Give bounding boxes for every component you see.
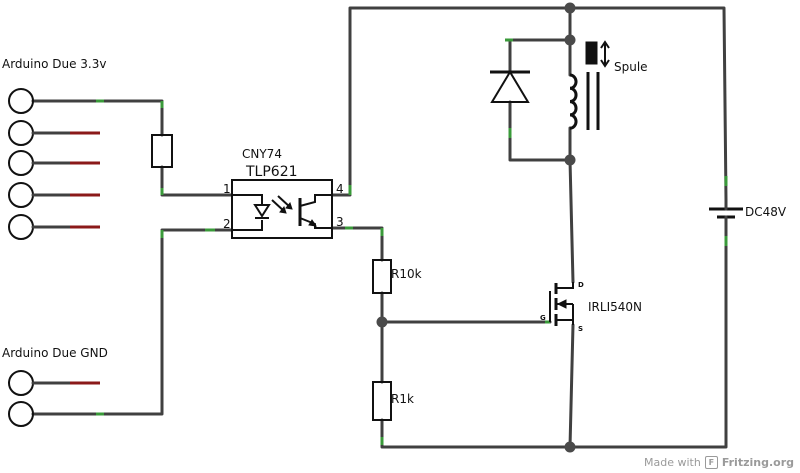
resistor-input[interactable]: [151, 134, 173, 168]
optocoupler-body: [231, 179, 333, 239]
fritzing-watermark: Made with F Fritzing.org: [644, 456, 794, 469]
mosfet-gate-label: G: [540, 314, 546, 322]
pin-4-label: 4: [336, 182, 344, 196]
optocoupler-name-label: TLP621: [245, 164, 298, 180]
resistor-10k-label: R10k: [391, 267, 422, 281]
wire-coil-drain: [568, 158, 575, 284]
wire-source-bottom: [568, 323, 575, 449]
fritzing-brand-label: Fritzing.org: [721, 456, 794, 469]
wire-battery-bottom: [380, 220, 728, 449]
wire-33v: [31, 99, 164, 137]
junction-dot: [564, 441, 576, 453]
mosfet-source-label: S: [578, 325, 583, 333]
mosfet-arrow-icon: [556, 299, 567, 309]
pin-circle[interactable]: [8, 150, 34, 176]
arduino-33v-label: Arduino Due 3.3v: [2, 57, 106, 71]
coil-icon: [569, 73, 578, 130]
resistor-1k-label: R1k: [391, 392, 414, 406]
resistor-10k[interactable]: [372, 259, 392, 294]
plunger-icon: [585, 41, 598, 65]
wire-pin3-r10k: [330, 226, 384, 262]
junction-dot: [564, 154, 576, 166]
pin-2-label: 2: [223, 217, 231, 231]
made-with-label: Made with: [643, 456, 701, 469]
dc-supply[interactable]: [709, 198, 743, 224]
wire-end-markers: [96, 38, 728, 445]
mosfet[interactable]: [549, 282, 574, 326]
flyback-diode[interactable]: [490, 70, 530, 103]
supply-label: DC48V: [745, 205, 787, 219]
optocoupler-model-label: CNY74: [242, 147, 282, 161]
pin-circle[interactable]: [8, 182, 34, 208]
optocoupler[interactable]: [231, 179, 333, 239]
mosfet-label: IRLI540N: [588, 300, 642, 314]
arduino-gnd-label: Arduino Due GND: [2, 346, 108, 360]
junction-nodes: [376, 2, 576, 453]
arduino-33v-header: [8, 88, 100, 240]
pin-circle[interactable]: [8, 370, 34, 396]
pin-circle[interactable]: [8, 88, 34, 114]
wire-gnd: [31, 228, 234, 416]
pin-circle[interactable]: [8, 120, 34, 146]
wire-diode-bottom: [508, 100, 572, 162]
pin-1-label: 1: [223, 182, 231, 196]
coil-label: Spule: [614, 60, 648, 74]
pin-circle[interactable]: [8, 214, 34, 240]
relay-coil[interactable]: [569, 40, 610, 130]
led-icon: [253, 204, 271, 218]
mosfet-drain-label: D: [578, 281, 584, 289]
junction-dot: [564, 2, 576, 14]
diode-icon: [490, 70, 530, 103]
fritzing-logo-icon: F: [704, 456, 718, 469]
pin-3-label: 3: [336, 215, 344, 229]
resistor-1k[interactable]: [372, 381, 392, 421]
wire-r1-pin1: [160, 165, 234, 197]
arduino-gnd-header: [8, 370, 100, 427]
pin-circle[interactable]: [8, 401, 34, 427]
wire-pin4-top: [330, 6, 728, 202]
wire-diode-top: [508, 38, 572, 74]
junction-dot: [376, 316, 388, 328]
junction-dot: [564, 34, 576, 46]
